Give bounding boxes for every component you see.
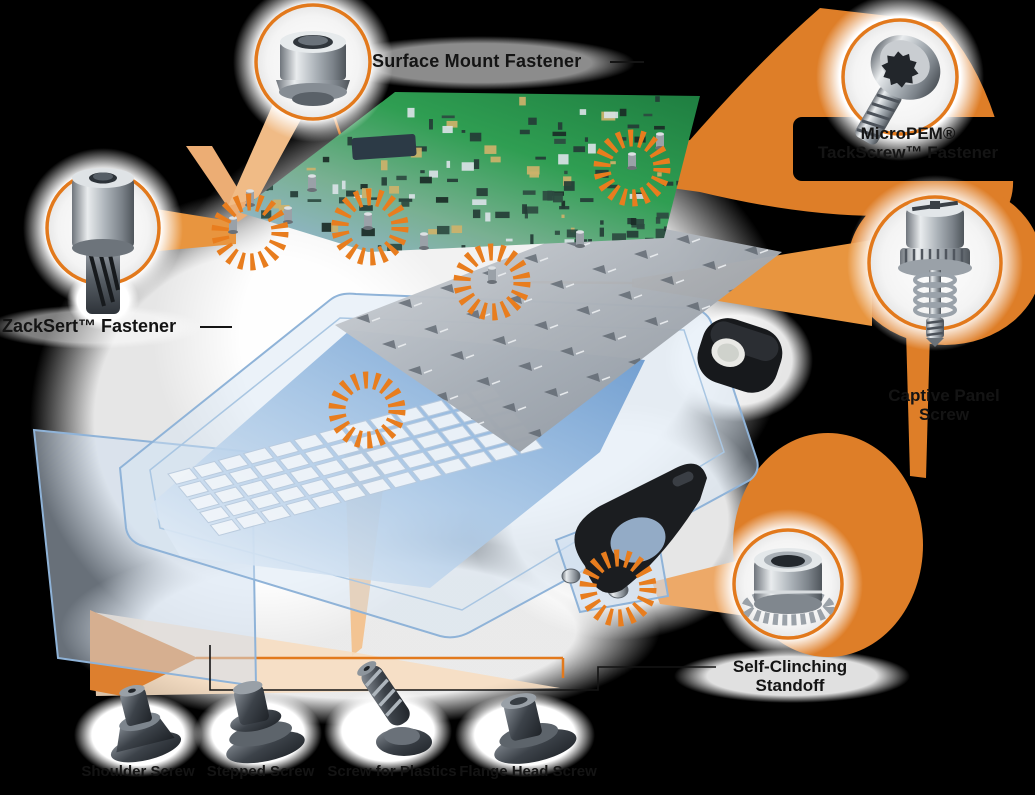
label-bottom-screw-4: Flange Head Screw	[459, 763, 597, 780]
self-clinching-standoff-icon	[741, 548, 835, 626]
torx-recess	[881, 51, 919, 88]
bottom-screw-2	[226, 680, 305, 764]
label-standoff-line2: Standoff	[755, 676, 825, 696]
key-grid	[167, 386, 544, 537]
starburst-pcb	[593, 129, 671, 207]
surface-mount-nut-icon	[276, 31, 350, 106]
label-captive-panel-screw: Captive Panel Screw	[860, 386, 1028, 424]
callout-circle-surface-mount	[233, 0, 393, 142]
label-bottom-screw-2: Stepped Screw	[206, 763, 315, 780]
label-captive-line1: Captive Panel	[888, 386, 1000, 405]
pcb-connector	[351, 133, 417, 161]
ribbon-captive-drop	[906, 330, 930, 478]
callout-circle-captive	[847, 175, 1023, 351]
pcb-board	[238, 92, 700, 252]
knurled-insert-standoff-icon	[72, 168, 134, 314]
rubber-bumper	[697, 318, 783, 393]
starburst-chassis-mid	[331, 188, 409, 266]
label-self-clinching-standoff: Self-Clinching Standoff	[700, 657, 880, 695]
label-zacksert-fastener: ZackSert™ Fastener	[2, 316, 177, 336]
label-surface-mount-fastener: Surface Mount Fastener	[372, 51, 582, 71]
smt-standoff-posts	[228, 132, 665, 284]
torx-pan-head-screw-icon	[855, 35, 941, 145]
spring-loaded-captive-screw-icon	[898, 199, 972, 347]
label-bottom-screw-1: Shoulder Screw	[81, 763, 195, 780]
starburst-deck	[328, 371, 406, 449]
ribbon-captive-fan	[632, 240, 872, 326]
callout-circle-zacksert	[23, 148, 183, 330]
label-bottom-screw-3: Screw for Plastics	[327, 763, 457, 780]
starburst-plate	[453, 243, 531, 321]
bottom-screw-1	[110, 684, 182, 763]
starburst-markers	[211, 129, 671, 627]
label-tackscrew-line2: TackScrew™ Fastener	[817, 143, 999, 163]
starburst-chassis-left	[211, 193, 289, 271]
bottom-screws	[110, 661, 577, 764]
callout-circle-standoff	[713, 509, 863, 659]
label-standoff-line1: Self-Clinching	[732, 657, 848, 676]
label-tackscrew-line1: MicroPEM®	[860, 124, 956, 143]
bottom-screw-3	[357, 661, 432, 756]
bottom-screw-4	[494, 693, 577, 764]
starburst-hinge	[579, 549, 657, 627]
label-tackscrew-fastener: MicroPEM® TackScrew™ Fastener	[795, 124, 1021, 162]
label-captive-line2: Screw	[918, 405, 970, 425]
callout-circle-tackscrew	[816, 0, 984, 161]
